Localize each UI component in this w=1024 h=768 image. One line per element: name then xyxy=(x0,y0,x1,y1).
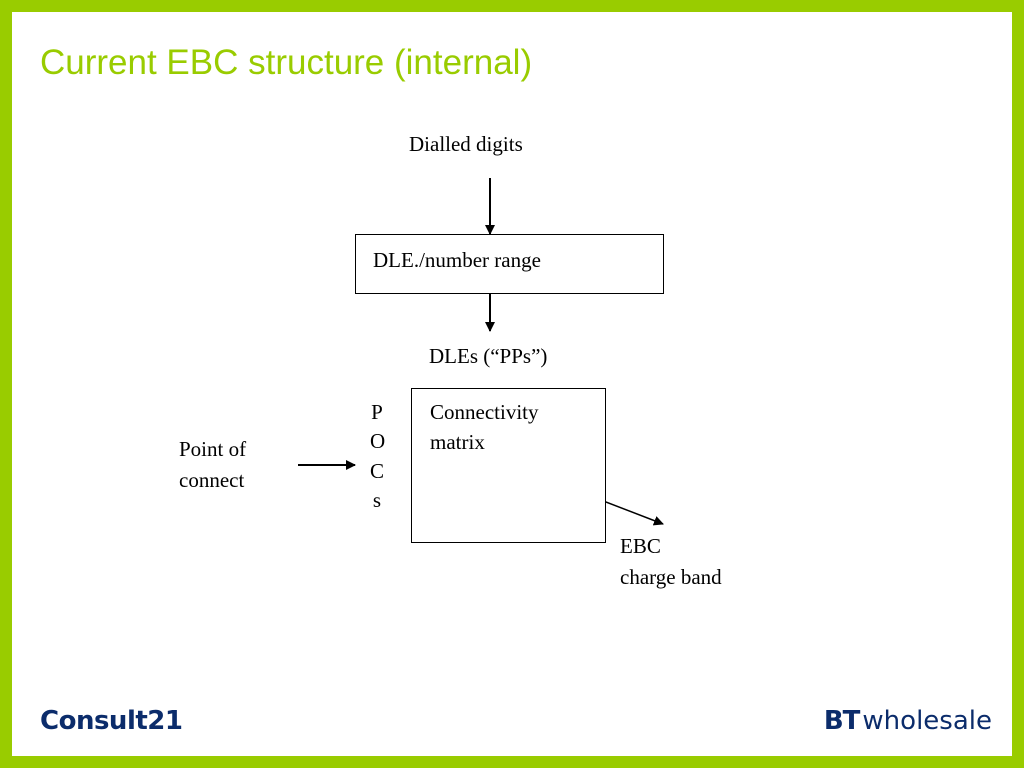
pocs-letter: P xyxy=(371,400,383,424)
connectivity-matrix-label-line1: Connectivity xyxy=(430,400,539,424)
point-of-connect-label-line1: Point of xyxy=(179,437,247,461)
pocs-letter: O xyxy=(370,429,386,453)
dles-pps-label: DLEs (“PPs”) xyxy=(429,344,548,368)
connectivity-matrix-label-line2: matrix xyxy=(430,430,485,454)
slide-title: Current EBC structure (internal) xyxy=(40,43,533,82)
connectivity-matrix-box xyxy=(411,388,606,543)
slide xyxy=(12,12,1012,756)
dialled-digits-label: Dialled digits xyxy=(409,132,523,156)
pocs-letter: s xyxy=(372,488,382,512)
dle-number-range-label: DLE./number range xyxy=(373,248,541,272)
consult21-logo: Consult21 xyxy=(40,706,183,736)
bt-logo-text: wholesale xyxy=(862,706,992,736)
ebc-charge-band-label-line2: charge band xyxy=(620,565,722,589)
bt-logo-mark: BT xyxy=(823,706,861,736)
pocs-letter: C xyxy=(370,459,385,483)
point-of-connect-label-line2: connect xyxy=(179,468,245,492)
ebc-charge-band-label-line1: EBC xyxy=(620,534,661,558)
dle-number-range-box xyxy=(355,234,664,294)
